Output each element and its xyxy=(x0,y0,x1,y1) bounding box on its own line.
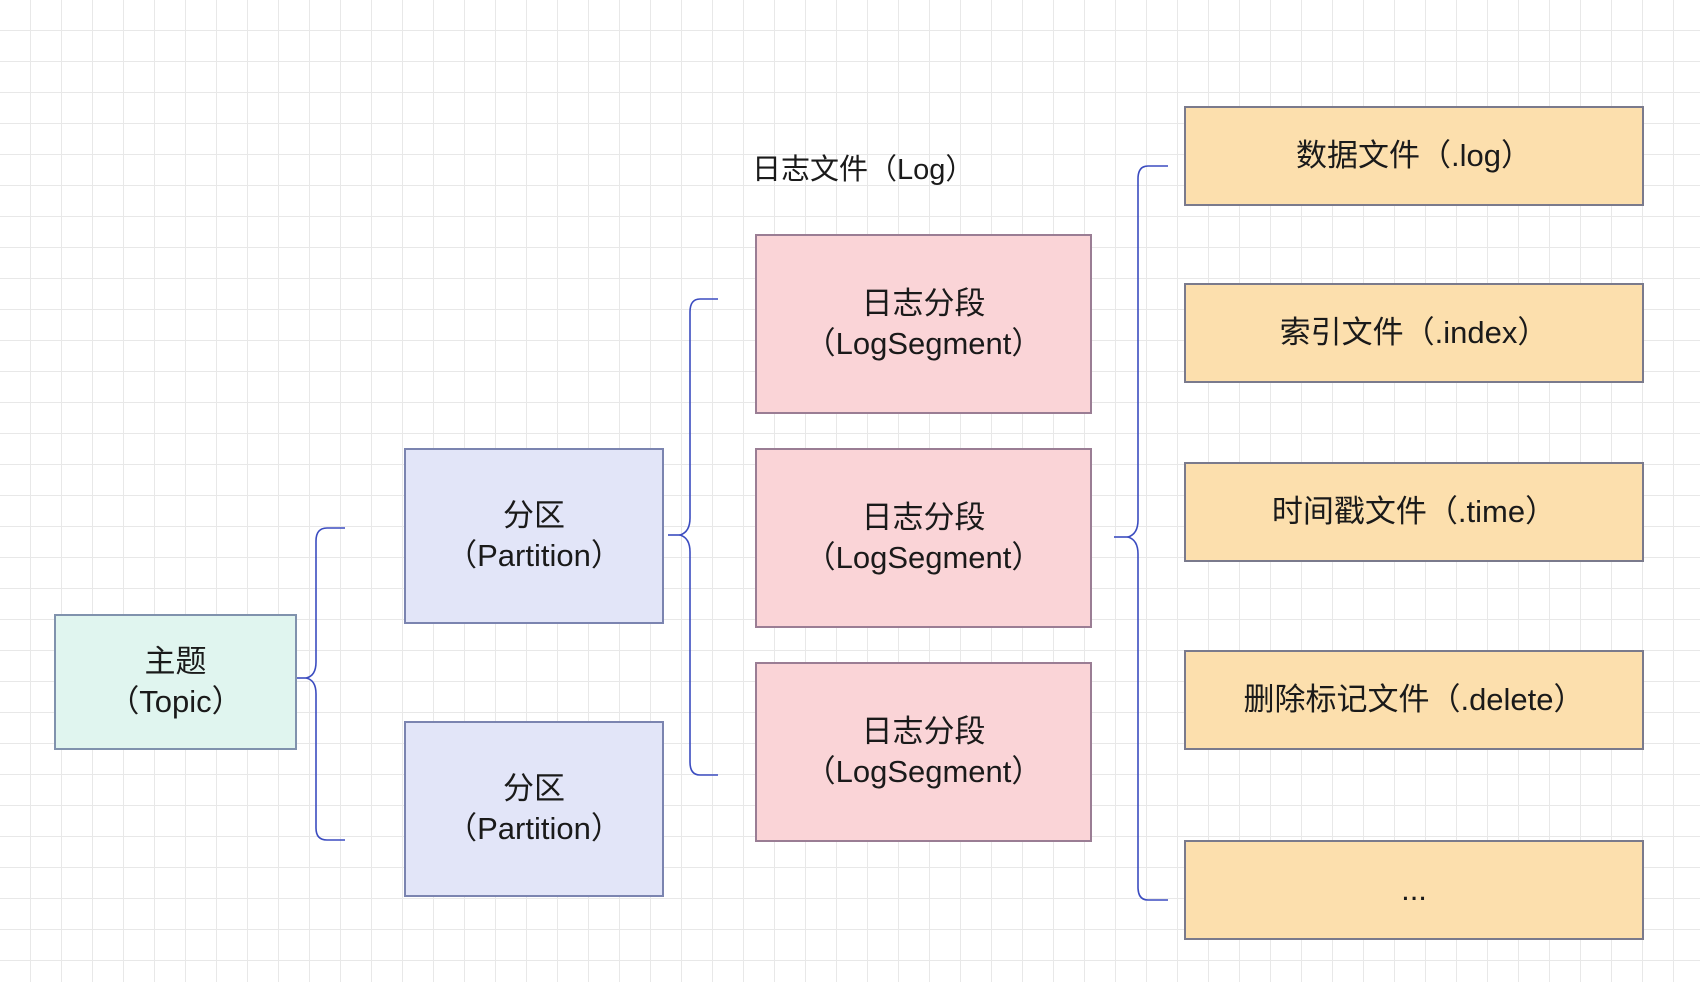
node-file-time-label: 时间戳文件（.time） xyxy=(1271,493,1557,529)
node-logsegment-2-label-en: （LogSegment） xyxy=(804,540,1043,575)
brace-segment-to-files xyxy=(1114,165,1168,901)
node-topic-label-cn: 主题 xyxy=(144,643,207,679)
node-partition-1[interactable]: 分区 （Partition） xyxy=(404,448,664,624)
node-file-time[interactable]: 时间戳文件（.time） xyxy=(1184,462,1644,562)
node-file-more[interactable]: ... xyxy=(1184,840,1644,940)
node-logsegment-3-label-cn: 日志分段 xyxy=(861,713,986,749)
node-partition-1-label-cn: 分区 xyxy=(503,497,565,533)
node-logsegment-1-label-en: （LogSegment） xyxy=(804,326,1043,361)
brace-partition-to-segments xyxy=(668,298,718,776)
node-logsegment-1[interactable]: 日志分段 （LogSegment） xyxy=(755,234,1092,414)
node-topic-label-en: （Topic） xyxy=(108,684,243,719)
node-logsegment-2-label-cn: 日志分段 xyxy=(861,499,986,535)
node-file-delete-label: 删除标记文件（.delete） xyxy=(1243,681,1585,717)
node-file-log[interactable]: 数据文件（.log） xyxy=(1184,106,1644,206)
node-logsegment-3[interactable]: 日志分段 （LogSegment） xyxy=(755,662,1092,842)
node-topic[interactable]: 主题 （Topic） xyxy=(54,614,297,750)
node-logsegment-2[interactable]: 日志分段 （LogSegment） xyxy=(755,448,1092,628)
node-partition-2[interactable]: 分区 （Partition） xyxy=(404,721,664,897)
node-partition-2-label-en: （Partition） xyxy=(446,811,622,846)
node-file-log-label: 数据文件（.log） xyxy=(1296,137,1532,173)
node-logsegment-3-label-en: （LogSegment） xyxy=(804,754,1043,789)
log-file-label: 日志文件（Log） xyxy=(752,154,975,186)
node-file-index[interactable]: 索引文件（.index） xyxy=(1184,283,1644,383)
node-partition-1-label-en: （Partition） xyxy=(446,538,622,573)
node-logsegment-1-label-cn: 日志分段 xyxy=(861,285,986,321)
node-file-delete[interactable]: 删除标记文件（.delete） xyxy=(1184,650,1644,750)
node-file-more-label: ... xyxy=(1401,871,1427,907)
node-file-index-label: 索引文件（.index） xyxy=(1279,314,1549,350)
node-partition-2-label-cn: 分区 xyxy=(503,770,565,806)
brace-topic-to-partitions xyxy=(296,527,345,841)
